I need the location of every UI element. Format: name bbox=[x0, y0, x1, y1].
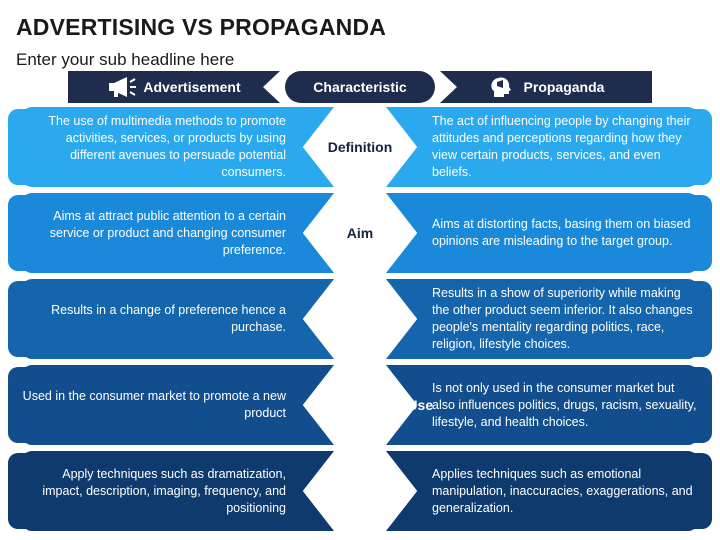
characteristic-header-label: Characteristic bbox=[313, 79, 407, 95]
characteristic-label: Aim bbox=[346, 224, 374, 241]
propaganda-cell: Results in a show of superiority while m… bbox=[386, 279, 698, 359]
propaganda-header-label: Propaganda bbox=[523, 79, 605, 95]
advertisement-cell: Results in a change of preference hence … bbox=[22, 279, 334, 359]
advertisement-text: Aims at attract public attention to a ce… bbox=[49, 208, 286, 257]
advertisement-cell: Apply techniques such as dramatization, … bbox=[22, 451, 334, 531]
characteristic-header: Characteristic bbox=[285, 71, 435, 103]
propaganda-text: The act of influencing people by changin… bbox=[432, 114, 691, 179]
characteristic-label: Common Use bbox=[342, 396, 434, 413]
propaganda-cell: Aims at distorting facts, basing them on… bbox=[386, 193, 698, 273]
propaganda-cell: Is not only used in the consumer market … bbox=[386, 365, 698, 445]
propaganda-cell: Applies techniques such as emotional man… bbox=[386, 451, 698, 531]
propaganda-cell: The act of influencing people by changin… bbox=[386, 107, 698, 187]
propaganda-text: Results in a show of superiority while m… bbox=[432, 286, 693, 351]
propaganda-text: Applies techniques such as emotional man… bbox=[432, 466, 693, 515]
propaganda-text: Is not only used in the consumer market … bbox=[432, 380, 697, 429]
page-subtitle: Enter your sub headline here bbox=[16, 50, 235, 69]
advertisement-text: Results in a change of preference hence … bbox=[51, 303, 286, 334]
advertisement-header: Advertisement bbox=[68, 71, 280, 103]
propaganda-header: Propaganda bbox=[440, 71, 652, 103]
advertisement-header-label: Advertisement bbox=[143, 79, 241, 95]
characteristic-label: Definition bbox=[327, 138, 393, 155]
propaganda-text: Aims at distorting facts, basing them on… bbox=[432, 217, 691, 248]
advertisement-cell: The use of multimedia methods to promote… bbox=[22, 107, 334, 187]
advertisement-text: The use of multimedia methods to promote… bbox=[48, 114, 286, 179]
characteristic-label: Techniques bbox=[321, 482, 399, 499]
advertisement-cell: Used in the consumer market to promote a… bbox=[22, 365, 334, 445]
advertisement-cell: Aims at attract public attention to a ce… bbox=[22, 193, 334, 273]
megaphone-icon bbox=[109, 77, 137, 97]
advertisement-text: Used in the consumer market to promote a… bbox=[22, 389, 286, 420]
characteristic-label: Result bbox=[338, 310, 382, 327]
page-title: ADVERTISING VS PROPAGANDA bbox=[16, 14, 387, 40]
advertisement-text: Apply techniques such as dramatization, … bbox=[42, 466, 286, 515]
head-with-megaphone-icon bbox=[490, 77, 511, 97]
